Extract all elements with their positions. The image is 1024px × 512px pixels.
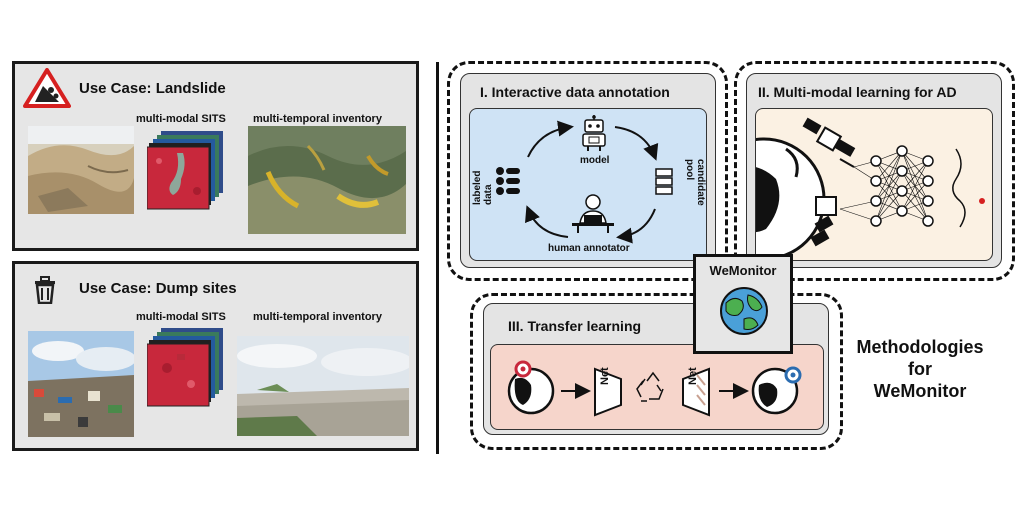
wemonitor-box: WeMonitor xyxy=(693,254,793,354)
sits-label: multi-modal SITS xyxy=(136,113,226,125)
landslide-photo xyxy=(28,126,134,214)
multimodal-dashed-border xyxy=(734,61,1015,281)
transfer-panel: III. Transfer learning xyxy=(483,303,829,435)
satellite-icon xyxy=(810,196,837,247)
methodologies-title: Methodologies for WeMonitor xyxy=(850,336,990,402)
dump-site-inventory-photo xyxy=(237,336,409,436)
sits-label: multi-modal SITS xyxy=(136,311,226,323)
use-case-title: Use Case: Dump sites xyxy=(79,280,237,297)
annotation-diagram: model labeled data candidate pool xyxy=(469,108,707,261)
use-case-title: Use Case: Landslide xyxy=(79,80,226,97)
transfer-flow-graphic xyxy=(507,360,802,417)
landslide-warning-icon xyxy=(23,68,71,113)
multimodal-network-graphic xyxy=(756,117,985,260)
panel-title: II. Multi-modal learning for AD xyxy=(758,84,957,100)
panel-title: III. Transfer learning xyxy=(508,318,642,334)
candidate-pool-label: candidate pool xyxy=(684,159,706,206)
dump-site-photo xyxy=(28,331,134,437)
labeled-data-icon xyxy=(494,165,522,202)
panel-title: I. Interactive data annotation xyxy=(480,84,670,100)
candidate-pool-icon xyxy=(654,167,678,202)
title-line: for xyxy=(908,359,932,379)
annotation-dashed-border xyxy=(447,61,728,281)
human-annotator-icon xyxy=(570,193,616,238)
annotation-panel: I. Interactive data annotation xyxy=(460,73,716,268)
net-label: Net xyxy=(599,367,611,385)
sits-stack xyxy=(146,131,227,218)
multimodal-panel: II. Multi-modal learning for AD xyxy=(746,73,1002,268)
trash-can-icon xyxy=(33,276,57,309)
sits-stack xyxy=(146,328,227,415)
use-case-dump-sites-panel: Use Case: Dump sites multi-modal SITS mu… xyxy=(12,261,419,451)
transfer-diagram: Net Net xyxy=(490,344,824,430)
wemonitor-label: WeMonitor xyxy=(709,263,777,278)
vertical-divider xyxy=(436,62,439,454)
inventory-label: multi-temporal inventory xyxy=(253,113,382,125)
transfer-dashed-border xyxy=(470,293,843,450)
satellite-icon xyxy=(802,117,856,168)
model-label: model xyxy=(580,155,610,166)
title-line: Methodologies xyxy=(856,337,984,357)
net-label: Net xyxy=(687,367,699,385)
recycle-icon xyxy=(636,371,664,402)
landslide-inventory-map xyxy=(248,126,406,234)
inventory-label: multi-temporal inventory xyxy=(253,311,382,323)
annotation-cycle-arrows xyxy=(525,120,659,244)
multimodal-diagram xyxy=(755,108,993,261)
use-case-landslide-panel: Use Case: Landslide multi-modal SITS mul… xyxy=(12,61,419,251)
robot-icon xyxy=(579,115,609,156)
human-annotator-label: human annotator xyxy=(548,243,630,254)
title-line: WeMonitor xyxy=(873,381,967,401)
earth-globe-icon xyxy=(718,285,770,342)
labeled-data-label: labeled data xyxy=(472,170,494,205)
